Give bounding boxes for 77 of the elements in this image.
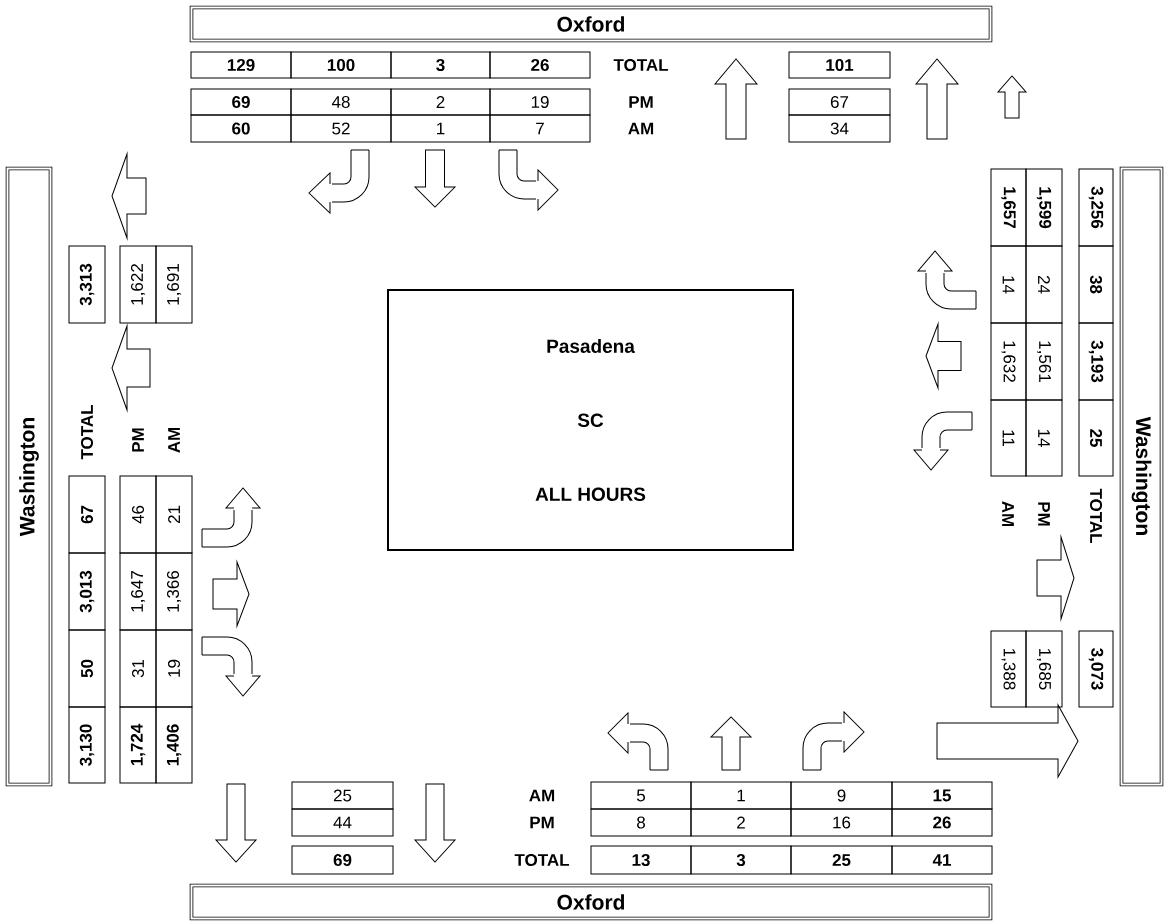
table-cell: 26: [891, 808, 993, 837]
table-cell: 1,685: [1025, 630, 1063, 708]
table-cell: 25: [291, 781, 394, 810]
table-cell: 3: [390, 51, 491, 79]
table-cell: 3,193: [1078, 322, 1114, 401]
street-band: Oxford: [189, 883, 993, 921]
table-cell: 11: [990, 399, 1027, 477]
row-label: TOTAL: [514, 854, 570, 866]
table-cell: 26: [489, 51, 591, 79]
table-cell: 16: [790, 808, 893, 837]
row-label: PM: [132, 428, 144, 452]
table-cell: 9: [790, 781, 893, 810]
table-cell: 52: [290, 114, 392, 143]
table-cell: 1,599: [1025, 168, 1063, 247]
table-cell: 48: [290, 88, 392, 116]
table-cell: 25: [790, 845, 893, 875]
intersection-box: Pasadena SC ALL HOURS: [387, 289, 794, 551]
table-cell: 69: [190, 88, 292, 116]
row-label: TOTAL: [81, 404, 94, 460]
table-cell: 7: [489, 114, 591, 143]
table-cell: 25: [1078, 399, 1114, 477]
table-cell: 1,647: [119, 552, 157, 631]
table-cell: 31: [119, 629, 157, 708]
table-cell: 1,622: [119, 245, 157, 324]
row-label: AM: [529, 789, 555, 802]
row-label: PM: [530, 816, 554, 829]
table-cell: 1,724: [119, 706, 157, 784]
table-cell: 1: [390, 114, 491, 143]
table-cell: 34: [788, 114, 891, 143]
table-cell: 3,130: [68, 706, 106, 784]
table-cell: 38: [1078, 245, 1114, 324]
table-cell: 1: [690, 781, 792, 810]
table-cell: 14: [990, 245, 1027, 324]
table-cell: 101: [788, 51, 891, 79]
table-cell: 100: [290, 51, 392, 79]
table-cell: 24: [1025, 245, 1063, 324]
table-cell: 67: [68, 475, 106, 554]
table-cell: 129: [190, 51, 292, 79]
table-cell: 3: [690, 845, 792, 875]
table-cell: 13: [590, 845, 692, 875]
table-cell: 1,561: [1025, 322, 1063, 401]
table-cell: 1,406: [155, 706, 193, 784]
table-cell: 46: [119, 475, 157, 554]
row-label: PM: [1038, 502, 1050, 526]
table-cell: 1,366: [155, 552, 193, 631]
table-cell: 15: [891, 781, 993, 810]
table-cell: 8: [590, 808, 692, 837]
table-cell: 5: [590, 781, 692, 810]
table-cell: 3,256: [1078, 168, 1114, 247]
street-band: Washington: [5, 166, 53, 787]
table-cell: 1,657: [990, 168, 1027, 247]
table-cell: 21: [155, 475, 193, 554]
table-cell: 1,388: [990, 630, 1027, 708]
table-cell: 1,691: [155, 245, 193, 324]
table-cell: 3,013: [68, 552, 106, 631]
table-cell: 1,632: [990, 322, 1027, 401]
table-cell: 60: [190, 114, 292, 143]
table-cell: 14: [1025, 399, 1063, 477]
table-cell: 2: [390, 88, 491, 116]
row-label: AM: [1002, 501, 1014, 527]
row-label: AM: [628, 122, 654, 135]
street-band: Oxford: [189, 5, 993, 43]
street-band: Washington: [1119, 166, 1164, 787]
table-cell: 50: [68, 629, 106, 708]
table-cell: 69: [291, 845, 394, 875]
table-cell: 44: [291, 808, 394, 837]
table-cell: 41: [891, 845, 993, 875]
row-label: PM: [629, 96, 653, 108]
row-label: TOTAL: [613, 58, 669, 71]
table-cell: 67: [788, 88, 891, 116]
table-cell: 19: [489, 88, 591, 116]
table-cell: 3,073: [1078, 630, 1114, 708]
table-cell: 19: [155, 629, 193, 708]
row-label: TOTAL: [1090, 488, 1103, 544]
table-cell: 2: [690, 808, 792, 837]
row-label: AM: [168, 427, 180, 453]
table-cell: 3,313: [68, 245, 106, 324]
